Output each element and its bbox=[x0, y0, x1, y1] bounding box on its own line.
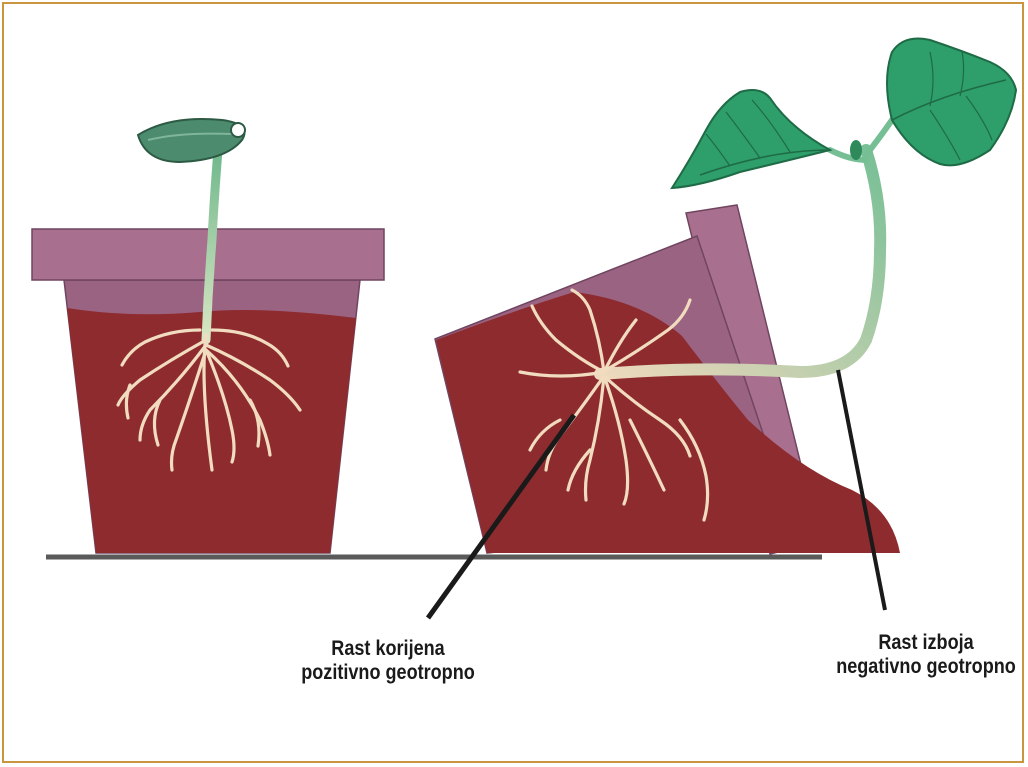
right-pot bbox=[435, 205, 900, 554]
shoot-growth-label: Rast izboja negativno geotropno bbox=[823, 631, 1028, 679]
root-growth-label: Rast korijena pozitivno geotropno bbox=[276, 637, 500, 685]
shoot-growth-label-line1: Rast izboja bbox=[823, 631, 1028, 655]
root-growth-label-line2: pozitivno geotropno bbox=[276, 661, 500, 685]
shoot-growth-label-line2: negativno geotropno bbox=[823, 655, 1028, 679]
root-growth-label-line1: Rast korijena bbox=[276, 637, 500, 661]
